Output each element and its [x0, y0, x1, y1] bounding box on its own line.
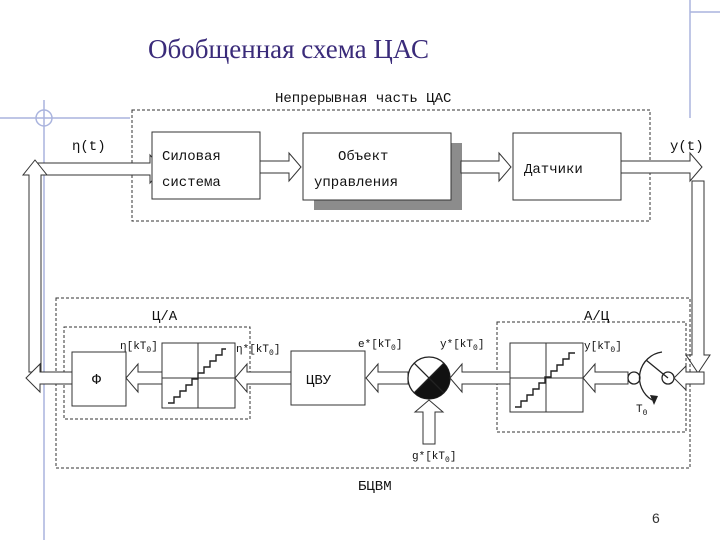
ad-label: А/Ц [584, 309, 610, 325]
power-system-line2: система [162, 175, 221, 191]
plant-block [302, 132, 452, 201]
label-g-star-k: g*[kT0] [412, 451, 456, 465]
continuous-part-label: Непрерывная часть ЦАС [275, 91, 451, 107]
slide-number: 6 [652, 510, 660, 526]
cvu-label: ЦВУ [306, 373, 332, 389]
input-arrow [35, 153, 163, 185]
feedback-down-arrow [685, 180, 711, 374]
output-arrow [620, 151, 703, 183]
arrow-comparator-to-cvu [365, 362, 409, 394]
arrow-da-to-phi [125, 362, 163, 394]
da-staircase [168, 348, 226, 404]
arrow-g-input [413, 399, 445, 445]
output-label: y(t) [670, 139, 704, 155]
label-y-k: y[kT0] [584, 341, 622, 355]
sampler-switch [627, 351, 675, 405]
arrow-cvu-to-da [234, 362, 292, 394]
power-system-line1: Силовая [162, 149, 221, 165]
phi-label: Ф [92, 372, 101, 389]
arrow-ad-to-comparator [449, 362, 511, 394]
label-y-star-k: y*[kT0] [440, 339, 484, 353]
arrow-into-sampler [673, 364, 705, 392]
cvu-block [290, 350, 366, 406]
arrow-sampler-to-ad [582, 362, 629, 394]
phi-block [71, 351, 127, 407]
sensors-block [512, 132, 622, 201]
arrow-power-to-plant [259, 151, 302, 183]
plant-line2: управления [314, 175, 398, 191]
plant-line1: Объект [338, 148, 388, 165]
label-eta-star-k: η*[kT0] [236, 344, 280, 358]
slide-title: Обобщенная схема ЦАС [148, 34, 429, 64]
power-system-block [151, 131, 261, 200]
sensors-label: Датчики [524, 162, 583, 178]
ad-staircase [515, 352, 575, 408]
input-label: η(t) [72, 139, 106, 155]
digital-part-label: БЦВМ [358, 479, 392, 495]
arrow-plant-to-sensors [460, 151, 512, 183]
label-eta-k: η[kT0] [120, 341, 158, 355]
label-e-star-k: e*[kT0] [358, 339, 402, 353]
arrow-phi-out [25, 362, 73, 394]
feedback-up-arrow [21, 159, 49, 373]
da-label: Ц/А [152, 309, 178, 325]
comparator [407, 356, 451, 400]
label-t0: T0 [636, 404, 648, 418]
